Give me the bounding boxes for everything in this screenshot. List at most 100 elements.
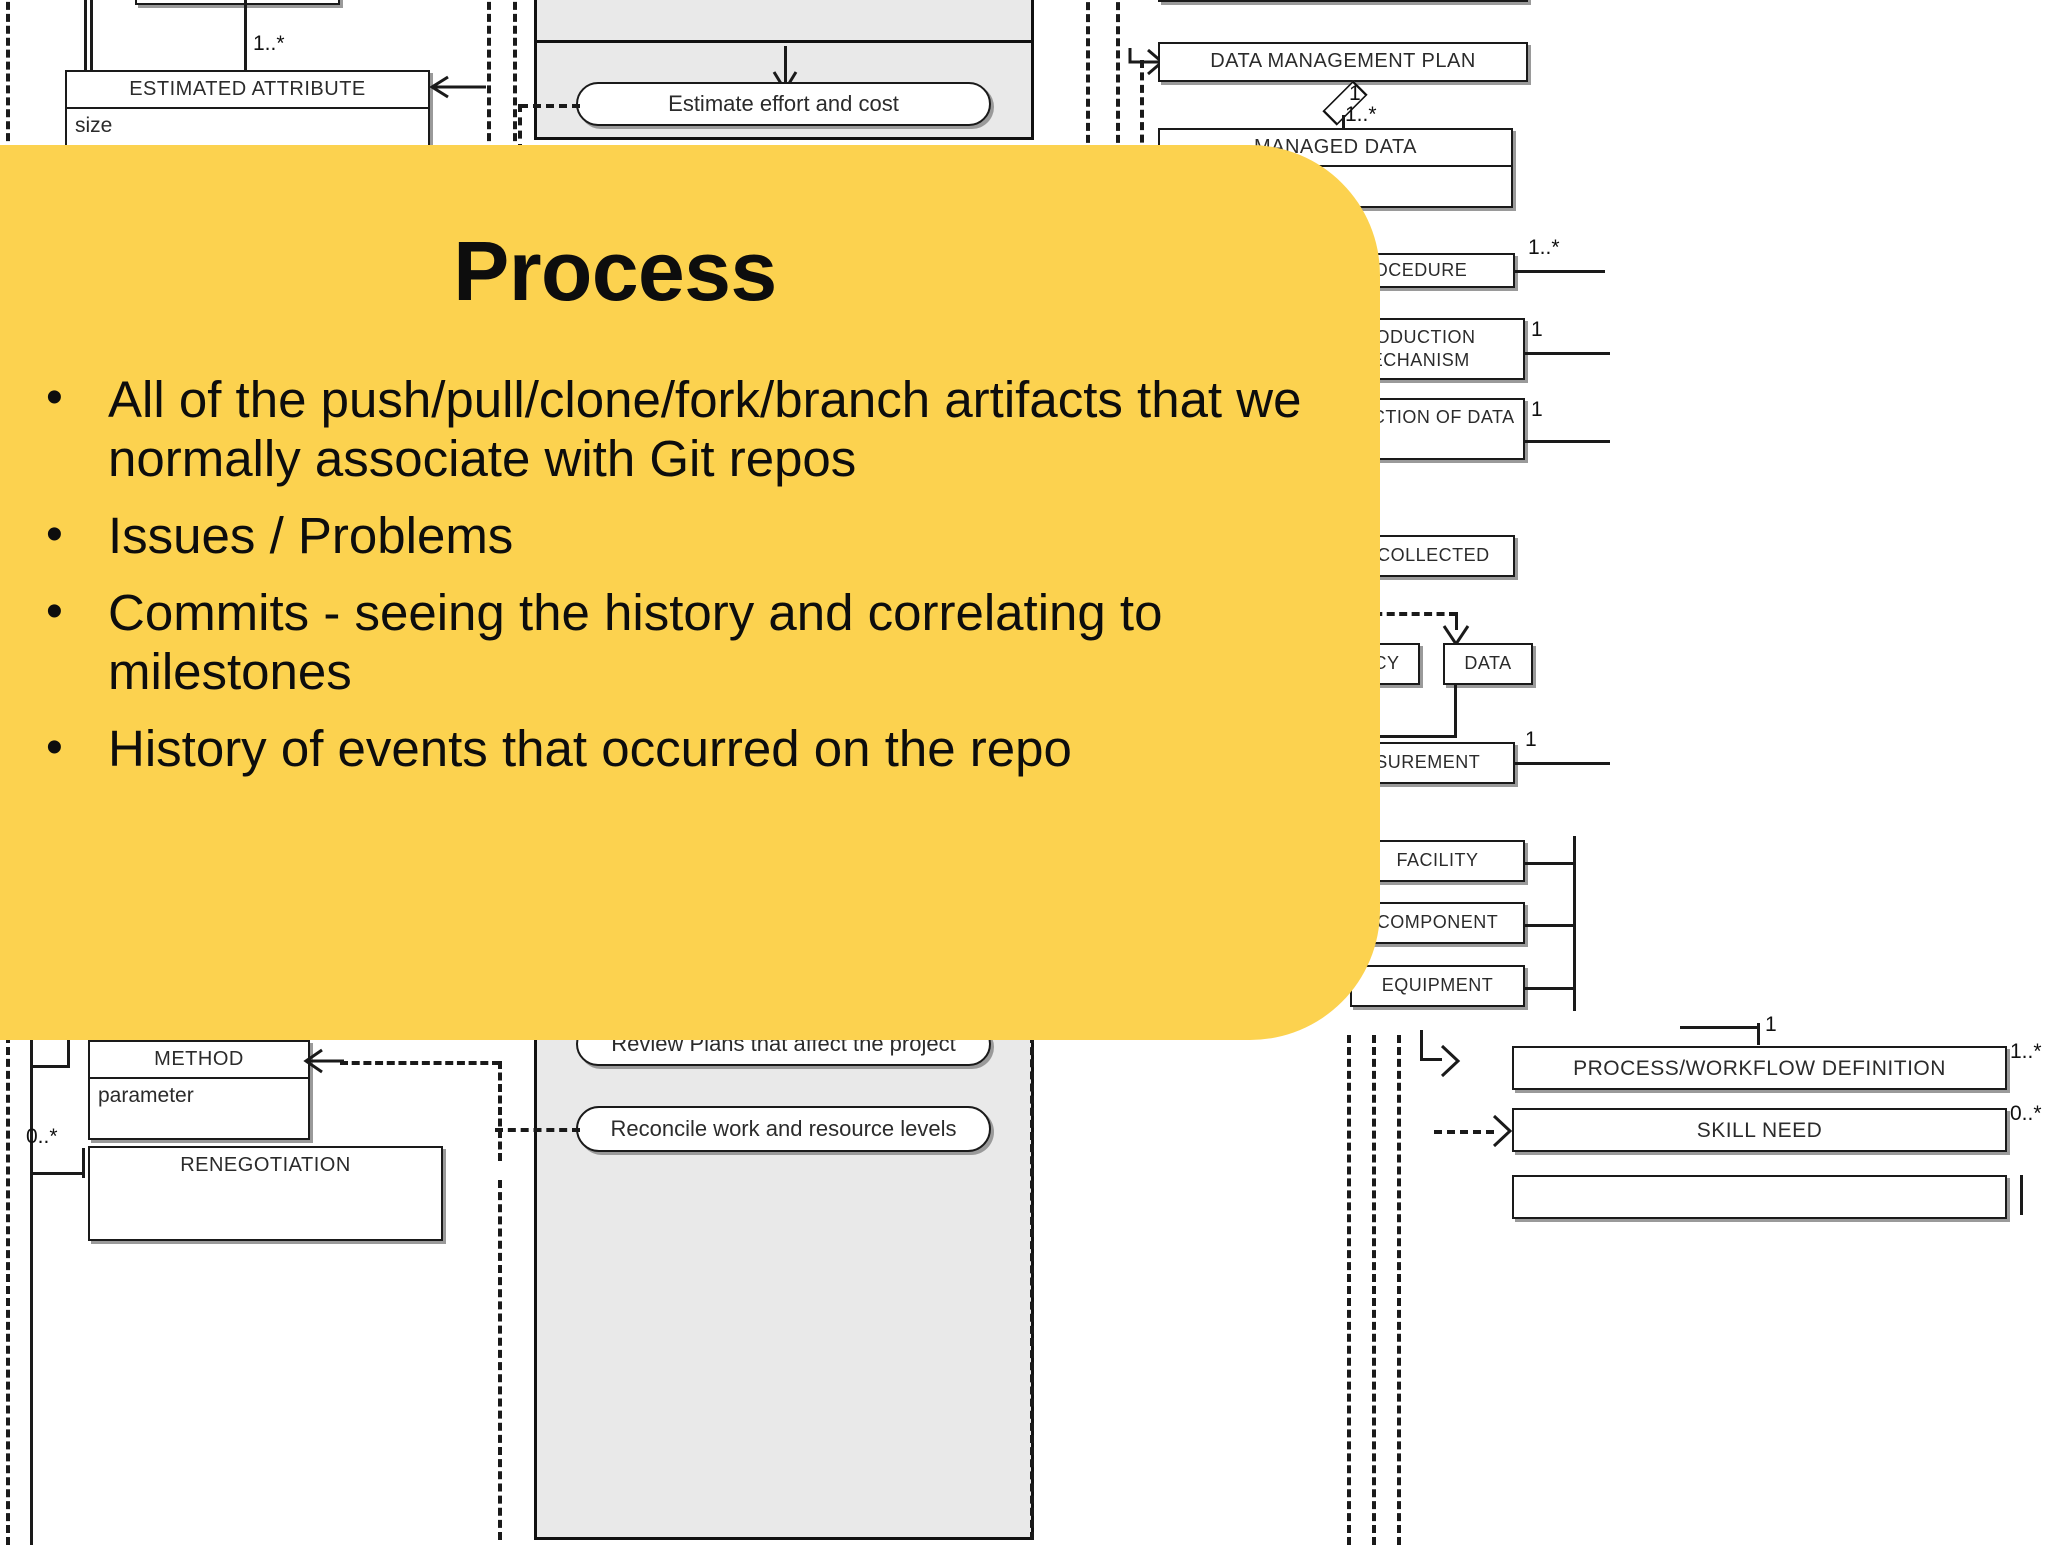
uml-box-method: METHOD parameter (88, 1040, 310, 1140)
multiplicity-label: 1..* (253, 32, 285, 55)
vertical-connector (1757, 1023, 1760, 1045)
vertical-connector (82, 1148, 85, 1178)
bullet-glyph-icon: • (46, 371, 63, 425)
arrow-head-icon (303, 1048, 344, 1074)
connector (1680, 1026, 1760, 1029)
dashed-line (340, 1061, 500, 1065)
dashed-line (6, 0, 10, 165)
multiplicity-label: 1 (1531, 398, 1543, 421)
dashed-line (1140, 60, 1144, 155)
uml-box-header: EQUIPMENT (1381, 975, 1494, 995)
uml-box-header-text: PRODUCTION MECHANISM (1349, 327, 1476, 371)
uml-box-header: DATA MANAGEMENT PLAN (1210, 50, 1476, 72)
list-item-label: Commits - seeing the history and correla… (108, 584, 1163, 701)
list-item-label: Issues / Problems (108, 506, 514, 564)
vertical-connector (784, 46, 787, 86)
bullet-glyph-icon: • (46, 584, 63, 638)
bullet-glyph-icon: • (46, 721, 63, 775)
list-item: • Commits - seeing the history and corre… (30, 583, 1320, 701)
multiplicity-label: 0..* (26, 1125, 58, 1148)
content-card: Process • All of the push/pull/clone/for… (0, 145, 1380, 1040)
arrow-head-icon (429, 75, 486, 99)
connector (1420, 1058, 1442, 1061)
vertical-connector (244, 0, 247, 70)
arrow-head-icon (1492, 1114, 1513, 1148)
uml-box-header: PRODUCTION MECHANISM (1302, 320, 1523, 379)
dashed-line (487, 0, 491, 165)
bullet-glyph-icon: • (46, 507, 63, 561)
multiplicity-label: 1..* (1528, 236, 1560, 259)
connector (1345, 735, 1457, 738)
dashed-line (1397, 1035, 1401, 1545)
uml-box-production-mechanism: PRODUCTION MECHANISM (1300, 318, 1525, 380)
dashed-line (1116, 0, 1120, 155)
multiplicity-label: 1..* (2010, 1040, 2042, 1063)
vertical-connector (30, 1035, 33, 1545)
vertical-connector (1573, 836, 1576, 1011)
dashed-line (520, 104, 580, 108)
vertical-connector (1420, 1030, 1423, 1060)
connector (1515, 762, 1610, 765)
connector (1525, 440, 1610, 443)
connector (1523, 924, 1575, 927)
uml-box-header: RENEGOTIATION (180, 1154, 351, 1176)
dashed-line (1434, 1130, 1494, 1134)
uml-box-header: SKILL NEED (1696, 1119, 1823, 1142)
uml-box-attribute: parameter (98, 1084, 194, 1107)
activity-reconcile-work: Reconcile work and resource levels (576, 1106, 991, 1152)
vertical-connector (67, 1020, 70, 1068)
uml-box-skill-need: SKILL NEED (1512, 1108, 2007, 1152)
list-item: • History of events that occurred on the… (30, 719, 1320, 778)
uml-box-data-management-plan: DATA MANAGEMENT PLAN (1158, 42, 1528, 82)
arrow-head-icon (1440, 1044, 1461, 1078)
dashed-line (498, 1180, 502, 1540)
vertical-connector (1342, 115, 1345, 128)
uml-box-header: FACILITY (1396, 850, 1479, 870)
vertical-connector (1455, 612, 1458, 630)
multiplicity-label: 1 (1531, 318, 1543, 341)
list-item: • All of the push/pull/clone/fork/branch… (30, 370, 1320, 488)
page-title: Process (453, 224, 777, 319)
connector (1525, 352, 1610, 355)
uml-box-data: DATA (1443, 643, 1533, 685)
uml-box-process-workflow-definition: PROCESS/WORKFLOW DEFINITION (1512, 1046, 2007, 1090)
multiplicity-label: 1..* (1345, 103, 1377, 126)
uml-box-header: COMPONENT (1376, 912, 1499, 932)
dashed-line (513, 0, 517, 165)
dashed-line (1312, 612, 1457, 616)
activity-estimate-effort: Estimate effort and cost (576, 82, 991, 126)
list-item-label: History of events that occurred on the r… (108, 720, 1072, 778)
uml-box-header: PROCESS/WORKFLOW DEFINITION (1573, 1057, 1946, 1080)
dashed-line (1347, 1035, 1351, 1545)
dashed-line (495, 1128, 580, 1132)
multiplicity-label: 1 (1349, 82, 1361, 105)
uml-box (1512, 1175, 2007, 1219)
dashed-line (498, 1061, 502, 1161)
uml-box-equipment: EQUIPMENT (1350, 965, 1525, 1007)
uml-box-header: DATA (1464, 653, 1512, 673)
uml-box (135, 0, 340, 5)
connector (1523, 987, 1575, 990)
uml-box (1158, 0, 1528, 2)
connector (1515, 270, 1605, 273)
vertical-connector (1454, 685, 1457, 737)
uml-box-renegotiation: RENEGOTIATION (88, 1146, 443, 1241)
list-item: • Issues / Problems (30, 506, 1320, 565)
uml-box-attribute: size (75, 114, 113, 137)
dashed-line (518, 104, 522, 152)
multiplicity-label: 0..* (2010, 1102, 2042, 1125)
connector (30, 1172, 85, 1175)
list-item-label: All of the push/pull/clone/fork/branch a… (108, 370, 1302, 487)
dashed-line (1372, 1035, 1376, 1545)
dashed-line (6, 1035, 10, 1545)
uml-box-header: ESTIMATED ATTRIBUTE (129, 78, 366, 100)
dashed-line (1030, 1035, 1034, 1540)
bullet-list: • All of the push/pull/clone/fork/branch… (0, 370, 1380, 779)
dashed-line (1086, 0, 1090, 155)
uml-box-header: METHOD (154, 1048, 244, 1070)
connector (1523, 862, 1575, 865)
vertical-connector (2020, 1175, 2023, 1215)
connector (30, 1065, 70, 1068)
multiplicity-label: 1 (1765, 1013, 1777, 1036)
multiplicity-label: 1 (1525, 728, 1537, 751)
